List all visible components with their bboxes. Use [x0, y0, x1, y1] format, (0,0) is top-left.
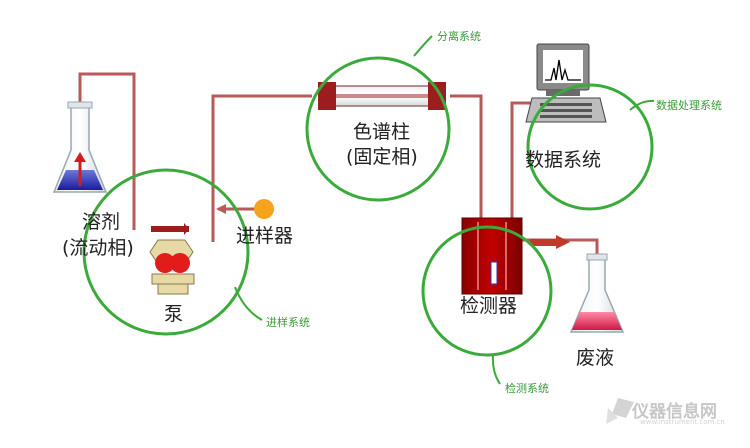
circle-data — [526, 83, 654, 211]
callout-separation — [413, 35, 433, 57]
separation-system-annotation: 分离系统 — [437, 30, 481, 43]
column-icon — [318, 82, 446, 110]
circle-injection — [82, 168, 250, 336]
tube-solvent-to-pump — [78, 72, 136, 230]
solvent-flask-icon — [52, 101, 108, 193]
stationary-phase-label: (固定相) — [346, 146, 418, 168]
detection-system-annotation: 检测系统 — [505, 382, 549, 395]
tube-column-to-detector — [450, 94, 483, 220]
injector-label: 进样器 — [236, 225, 294, 247]
mobile-phase-label: (流动相) — [62, 237, 134, 259]
watermark-logo — [606, 398, 634, 424]
solvent-label: 溶剂 — [82, 211, 121, 233]
circle-detection — [421, 225, 553, 357]
tube-pump-to-column — [211, 94, 312, 242]
watermark-text: 仪器信息网 — [632, 402, 717, 422]
callout-injection — [234, 286, 263, 321]
injector-arrow-icon — [216, 204, 226, 214]
column-label: 色谱柱 — [353, 121, 411, 143]
computer-icon — [525, 43, 607, 123]
injection-system-annotation: 进样系统 — [266, 316, 310, 329]
highlight-circles — [82, 56, 654, 357]
detector-label: 检测器 — [460, 295, 518, 317]
pump-label: 泵 — [164, 303, 184, 325]
circle-separation — [305, 56, 451, 202]
waste-flask-icon — [569, 253, 625, 333]
waste-label: 废液 — [576, 347, 615, 369]
pump-icon — [149, 223, 195, 295]
data-processing-system-annotation: 数据处理系统 — [656, 99, 722, 112]
callout-lines — [234, 35, 655, 385]
injector-icon — [254, 199, 274, 219]
callout-data — [629, 99, 655, 111]
waste-arrow-icon — [530, 235, 570, 249]
watermark-url: www.instrument.com.cn — [640, 418, 725, 426]
callout-detection — [491, 355, 501, 385]
data-system-label: 数据系统 — [525, 149, 602, 171]
